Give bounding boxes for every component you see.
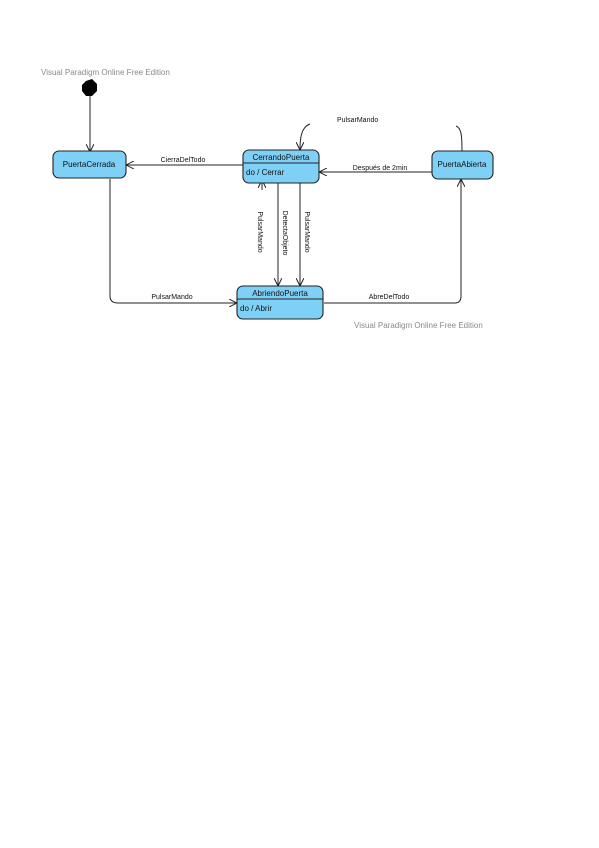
state-cerrando-label: CerrandoPuerta	[253, 153, 310, 162]
label-pulsar-mando-bottom: PulsarMando	[151, 294, 192, 301]
state-puerta-abierta-label: PuertaAbierta	[438, 160, 487, 169]
state-cerrando-puerta[interactable]	[242, 149, 320, 184]
state-puerta-cerrada-label: PuertaCerrada	[63, 160, 116, 169]
label-detecta-objeto: DetectaObjeto	[281, 211, 288, 256]
state-puerta-abierta[interactable]	[431, 150, 494, 180]
label-pulsar-mando-v1: PulsarMando	[256, 211, 263, 252]
label-despues-2min: Después de 2min	[353, 165, 408, 172]
state-abriendo-puerta[interactable]	[236, 285, 324, 320]
state-cerrando-activity: do / Cerrar	[246, 168, 285, 177]
edge-abierta-self-top[interactable]	[455, 125, 463, 152]
watermark-bottom: Visual Paradigm Online Free Edition	[354, 321, 483, 330]
initial-state[interactable]	[82, 79, 97, 96]
watermark-top: Visual Paradigm Online Free Edition	[41, 68, 170, 77]
label-pulsar-mando-top: PulsarMando	[337, 117, 378, 124]
edge-abriendo-to-abierta[interactable]	[324, 180, 461, 304]
edge-cerrada-to-abriendo[interactable]	[109, 179, 236, 303]
state-abriendo-label: AbriendoPuerta	[252, 289, 308, 298]
state-abriendo-activity: do / Abrir	[240, 304, 272, 313]
label-cierra-del-todo: CierraDelTodo	[161, 157, 206, 164]
label-pulsar-mando-v2: PulsarMando	[303, 211, 310, 252]
state-puerta-cerrada[interactable]	[52, 150, 127, 179]
edge-external-to-cerrando[interactable]	[300, 123, 311, 149]
label-abre-del-todo: AbreDelTodo	[369, 294, 410, 301]
